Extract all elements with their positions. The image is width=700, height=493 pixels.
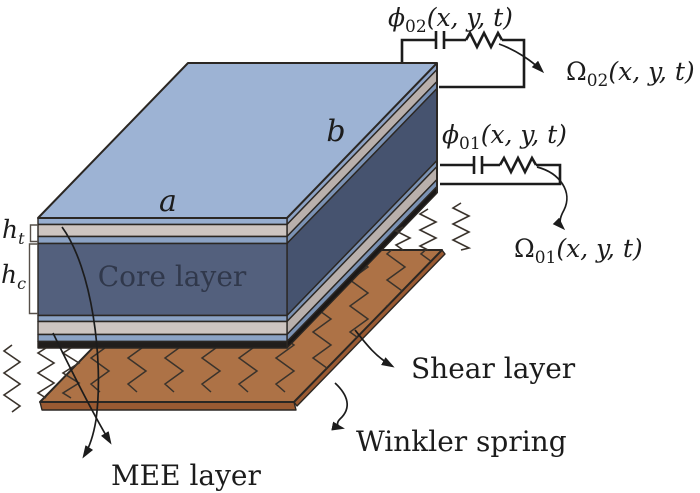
spring — [451, 202, 472, 251]
resistor-02 — [464, 30, 504, 50]
circuit-02-wires — [400, 38, 526, 89]
phi-01-label: ϕ01(x, y, t) — [442, 120, 567, 154]
front-core — [37, 242, 288, 317]
winkler-springs — [2, 202, 472, 413]
hc-bracket — [28, 243, 38, 315]
omega-01-label: Ω01(x, y, t) — [514, 234, 643, 268]
mee-pointer-2 — [52, 332, 112, 445]
resistor-01 — [498, 155, 538, 175]
length-label-a: a — [159, 184, 177, 219]
spring — [2, 344, 22, 413]
shear-layer-pointer — [354, 329, 395, 368]
spring — [418, 208, 438, 251]
front-face-sheet-1 — [37, 235, 288, 245]
core-layer-label: Core layer — [98, 260, 247, 293]
annotations: MEE layer Shear layer Winkler spring — [52, 226, 576, 492]
circuit-01-wires — [440, 163, 562, 186]
front-face-sheet-2 — [37, 314, 288, 323]
omega-02-pointer — [498, 43, 545, 74]
front-bottom-black — [37, 340, 288, 349]
spring — [394, 226, 412, 251]
circuit-01: ϕ01(x, y, t) Ω01(x, y, t) — [440, 120, 643, 268]
winkler-pointer — [331, 382, 348, 431]
shear-layer-label: Shear layer — [411, 352, 576, 385]
mee-layer-label: MEE layer — [111, 459, 261, 492]
hc-label: hc — [1, 260, 26, 293]
circuit-02: ϕ02(x, y, t) Ω02(x, y, t) — [388, 3, 695, 91]
width-label-b: b — [326, 114, 345, 149]
spring — [36, 347, 56, 399]
ht-bracket — [29, 224, 38, 243]
shear-layer-front-edge — [39, 401, 297, 411]
front-face-sheet-3 — [37, 333, 288, 343]
omega-02-label: Ω02(x, y, t) — [566, 57, 695, 91]
front-mee-bottom — [37, 320, 288, 336]
plate-right-side — [286, 62, 438, 349]
thickness-dimensions: ht hc — [1, 215, 38, 315]
omega-01-pointer — [536, 166, 568, 231]
sandwich-plate: a b Core layer — [37, 62, 438, 349]
plate-front-face — [37, 217, 288, 349]
mee-pointer-1 — [61, 226, 100, 459]
plate-top-face — [37, 62, 438, 219]
winkler-spring-label: Winkler spring — [356, 425, 567, 458]
front-mee-top — [37, 223, 288, 238]
ht-label: ht — [2, 215, 25, 248]
phi-02-label: ϕ02(x, y, t) — [388, 3, 513, 37]
